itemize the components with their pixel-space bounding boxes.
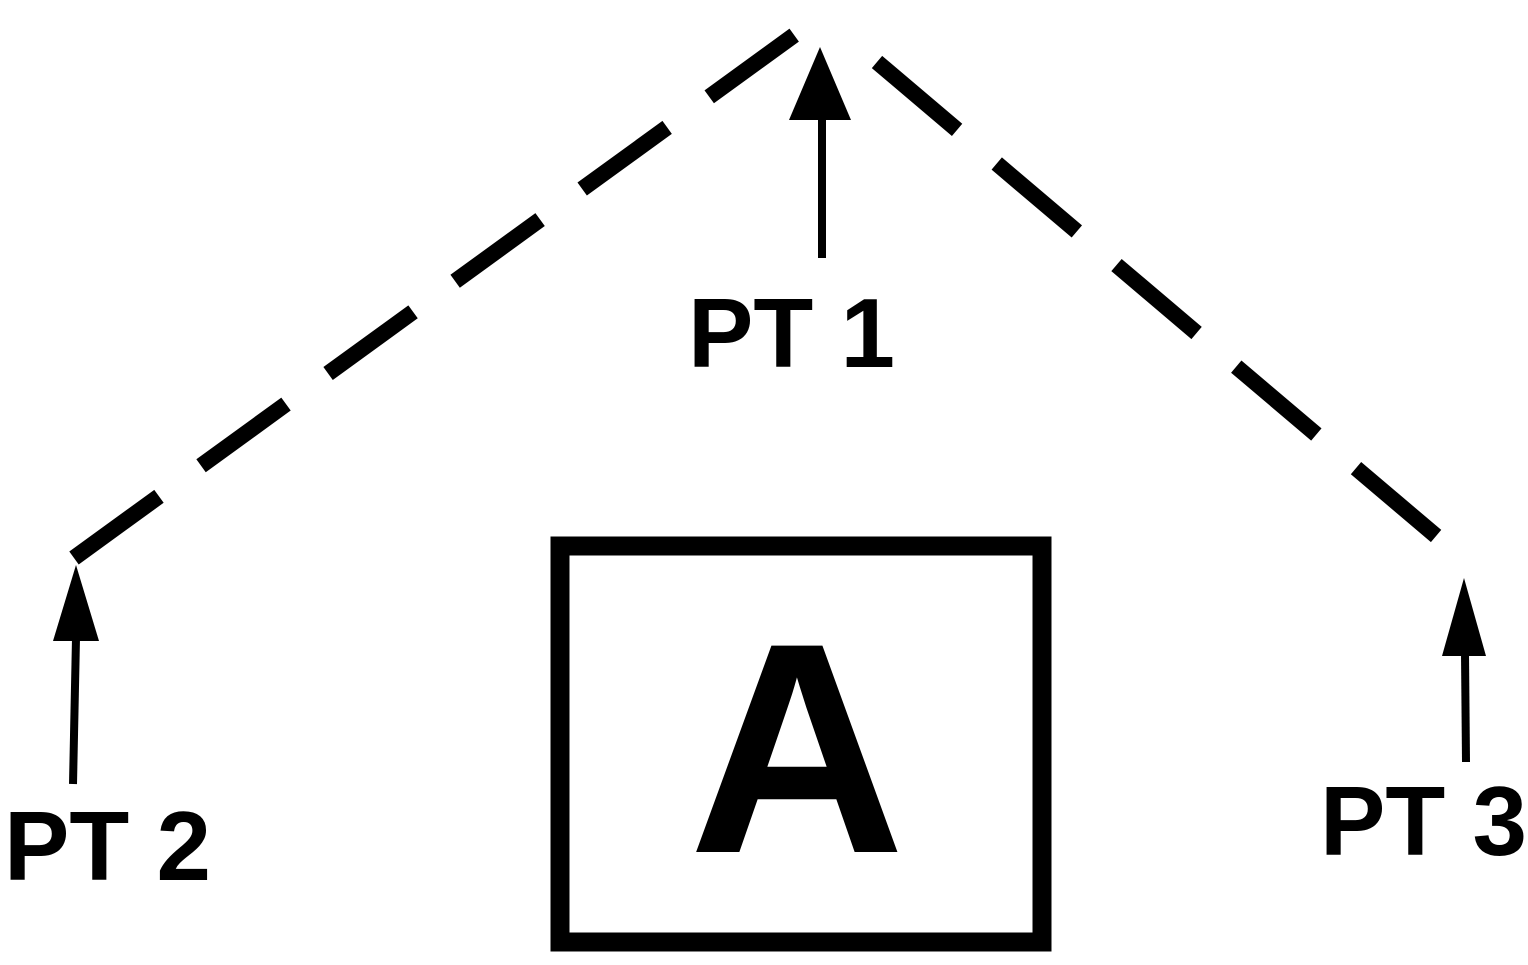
center-box [550, 536, 1052, 952]
center-box-label: A [689, 580, 906, 916]
pt2-arrow [53, 565, 99, 785]
pt2-arrowhead [53, 565, 99, 641]
pt1-label: PT 1 [688, 278, 895, 388]
pt3-arrowhead [1442, 578, 1486, 656]
pt2-label: PT 2 [4, 791, 211, 901]
pt3-label: PT 3 [1320, 766, 1527, 876]
dashed-line-right [871, 55, 1468, 565]
pt3-arrow-shaft [1461, 653, 1470, 763]
pt2-arrow-shaft [69, 637, 80, 785]
pt1-arrowhead [789, 47, 851, 120]
pt3-arrow [1442, 578, 1486, 763]
pt1-arrow [789, 47, 851, 258]
